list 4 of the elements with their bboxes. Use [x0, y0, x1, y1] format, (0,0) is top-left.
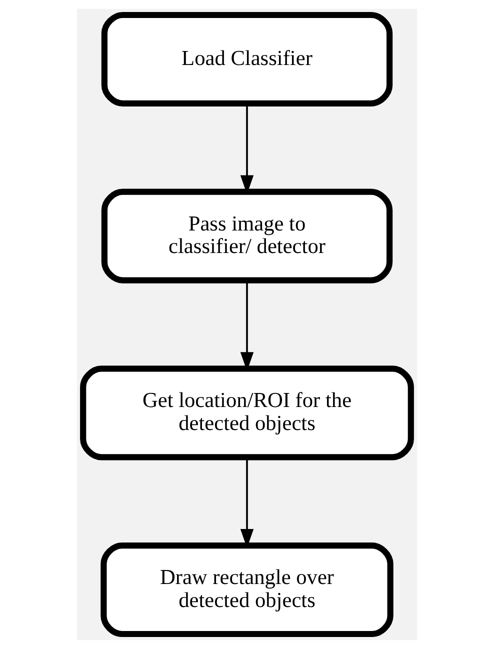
node-box: Get location/ROI for the detected objects [80, 366, 414, 460]
node-box: Load Classifier [101, 12, 393, 106]
node-box: Draw rectangle over detected objects [100, 542, 394, 638]
node-box: Pass image to classifier/ detector [101, 188, 393, 284]
